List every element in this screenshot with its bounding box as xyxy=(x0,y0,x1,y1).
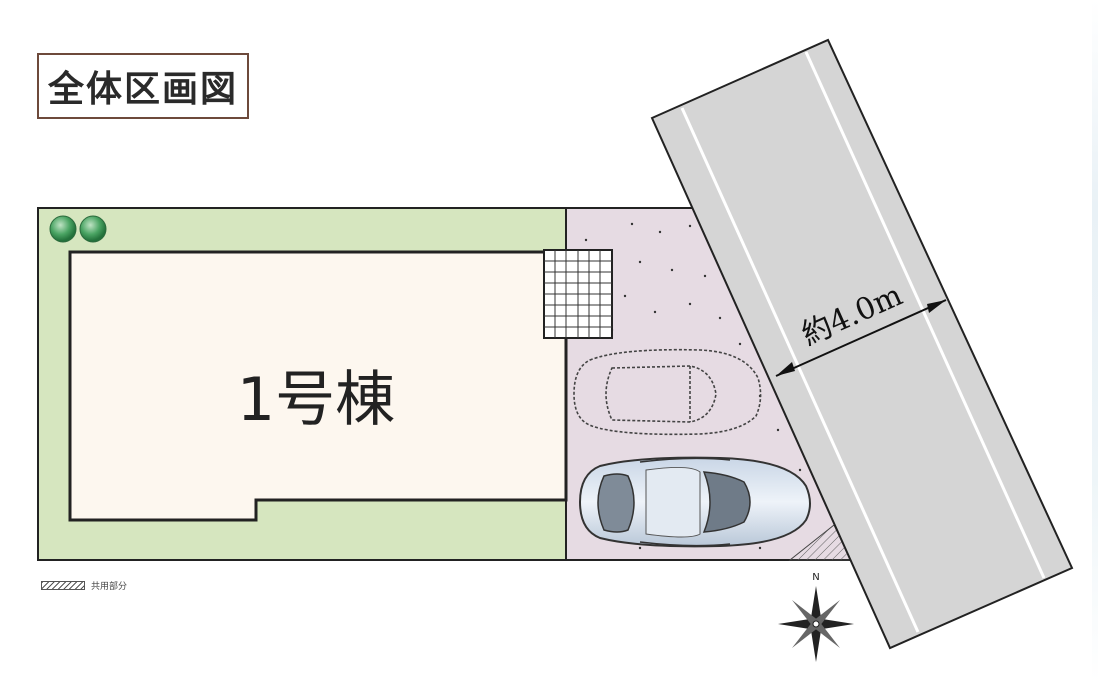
compass-north-label: N xyxy=(812,572,819,583)
tree-icon xyxy=(49,215,77,243)
page-edge-strip xyxy=(1092,0,1098,683)
legend-label: 共用部分 xyxy=(91,581,128,592)
legend: 共用部分 xyxy=(41,578,127,592)
car-outline-icon xyxy=(573,348,762,436)
car-icon xyxy=(578,456,811,548)
hatch-swatch-icon xyxy=(41,580,85,590)
building-label: 1号棟 xyxy=(237,365,395,435)
compass-rose-icon xyxy=(778,586,854,662)
road xyxy=(650,38,1074,650)
tree-icon xyxy=(79,215,107,243)
road-lane-line xyxy=(804,51,1046,579)
road-lane-line xyxy=(680,107,920,633)
page-title: 全体区画図 xyxy=(37,53,249,119)
stair-grid-icon xyxy=(543,249,613,339)
